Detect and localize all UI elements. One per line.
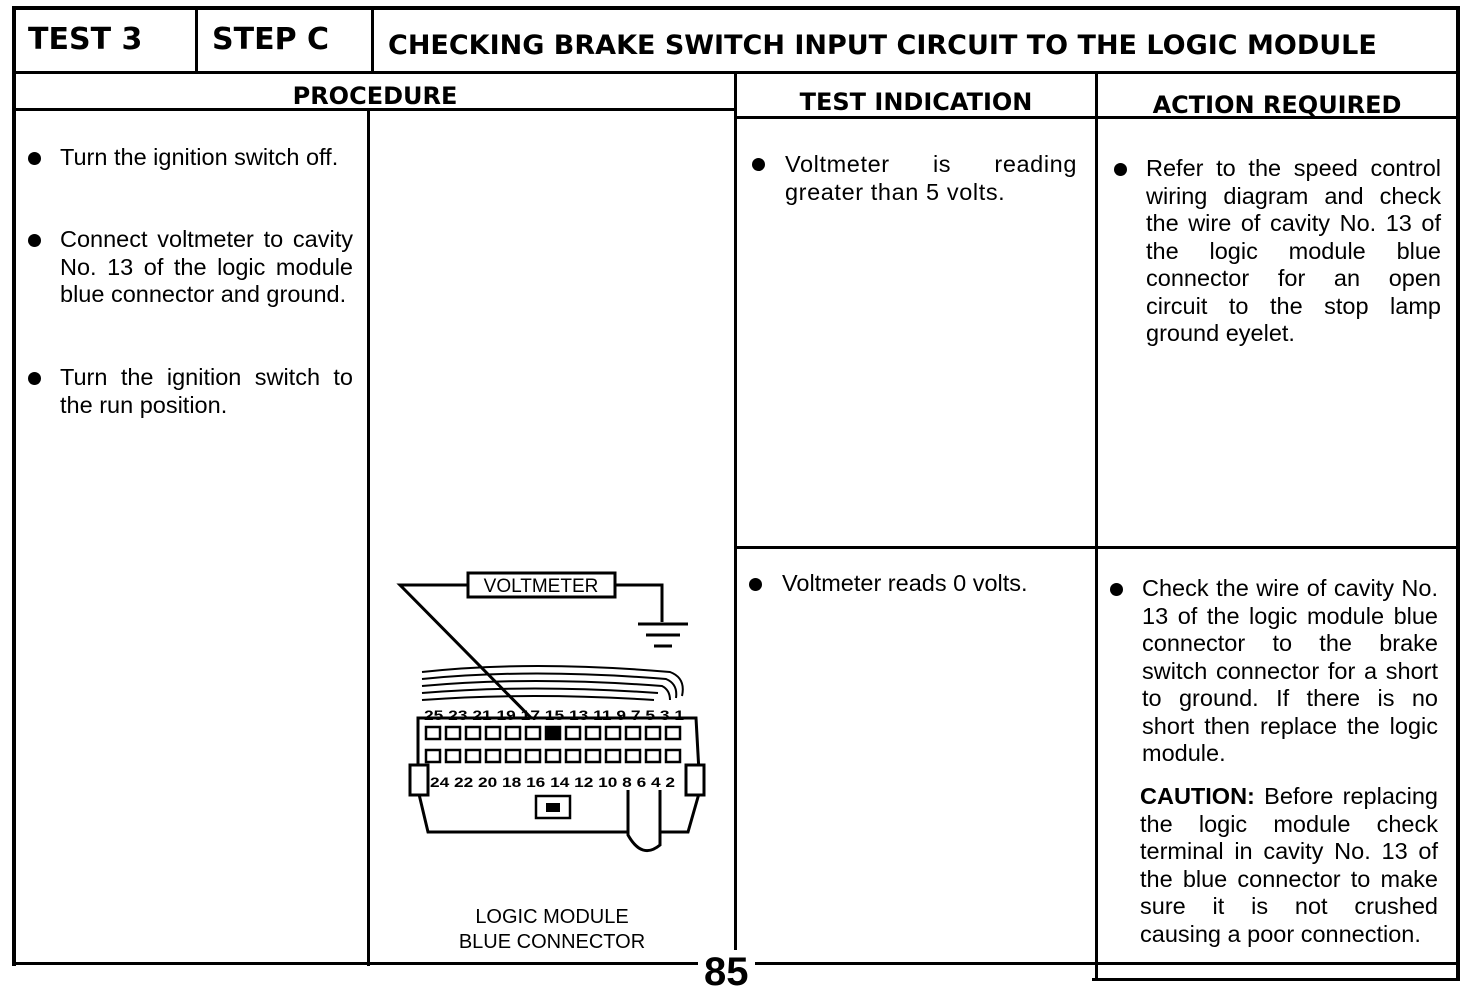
- diagram-caption: LOGIC MODULE BLUE CONNECTOR: [458, 906, 646, 953]
- page-number: 85: [698, 950, 755, 995]
- page-title: CHECKING BRAKE SWITCH INPUT CIRCUIT TO T…: [388, 30, 1377, 61]
- bullet-icon: [752, 158, 765, 171]
- test-indication-1: Voltmeter is reading greater than 5 volt…: [785, 151, 1077, 205]
- connector-diagram: VOLTMETER 25 23 21 19 17 15 13 11 9 7 5 …: [396, 571, 706, 853]
- test-number: TEST 3: [28, 22, 143, 57]
- caution-label: CAUTION:: [1140, 783, 1255, 809]
- bullet-icon: [749, 578, 762, 591]
- column-header-action-required: ACTION REQUIRED: [1152, 91, 1402, 119]
- step-label: STEP C: [212, 22, 330, 57]
- pin-row-top: [424, 725, 682, 741]
- column-header-procedure: PROCEDURE: [292, 82, 458, 110]
- bullet-icon: [1110, 583, 1123, 596]
- test-indication-2: Voltmeter reads 0 volts.: [782, 570, 1028, 596]
- procedure-step: Turn the ignition switch to the run posi…: [60, 364, 353, 418]
- voltmeter-label: VOLTMETER: [484, 576, 599, 597]
- action-required-1: Refer to the speed control wiring diagra…: [1146, 155, 1441, 346]
- bullet-icon: [1114, 163, 1127, 176]
- procedure-step: Connect voltmeter to cavity No. 13 of th…: [60, 226, 353, 307]
- ground-icon: [638, 622, 688, 648]
- bullet-icon: [28, 152, 41, 165]
- top-pin-numbers: 25 23 21 19 17 15 13 11 9 7 5 3 1: [424, 707, 684, 723]
- column-header-test-indication: TEST INDICATION: [799, 88, 1033, 116]
- caution-text: Before replacing the logic module check …: [1140, 783, 1438, 947]
- bullet-icon: [28, 372, 41, 385]
- action-required-2: Check the wire of cavity No. 13 of the l…: [1142, 575, 1438, 766]
- logic-module-connector: [408, 716, 706, 853]
- procedure-step: Turn the ignition switch off.: [60, 144, 339, 170]
- bottom-pin-numbers: 24 22 20 18 16 14 12 10 8 6 4 2: [430, 774, 675, 790]
- bullet-icon: [28, 234, 41, 247]
- pin-row-bottom: [424, 748, 682, 764]
- wire-harness: [421, 665, 684, 701]
- caution-note: CAUTION: Before replacing the logic modu…: [1140, 783, 1438, 948]
